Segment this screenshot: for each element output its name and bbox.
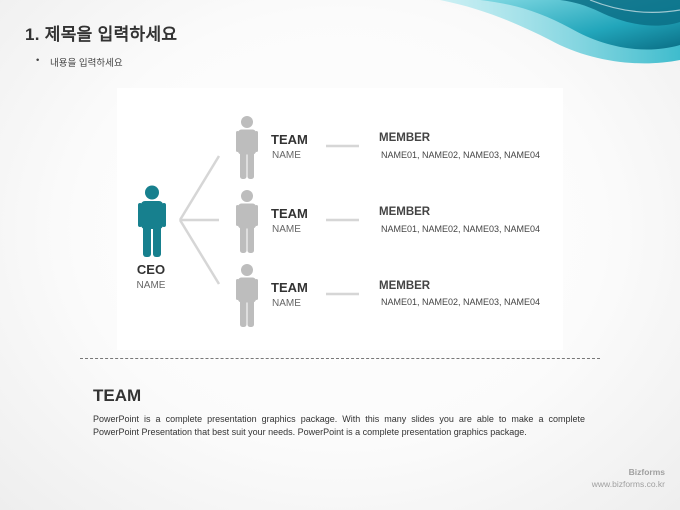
team-name: NAME bbox=[272, 224, 301, 235]
team-person-icon bbox=[236, 190, 258, 253]
member-label: MEMBER bbox=[379, 280, 431, 292]
description-text: PowerPoint is a complete presentation gr… bbox=[93, 414, 585, 437]
team-name: NAME bbox=[272, 298, 301, 309]
team-person-icon bbox=[236, 116, 258, 179]
team-label: TEAM bbox=[271, 280, 308, 295]
page-title: 1. 제목을 입력하세요 bbox=[25, 25, 178, 44]
team-person-icon bbox=[236, 264, 258, 327]
section-divider bbox=[80, 358, 600, 359]
member-names: NAME01, NAME02, NAME03, NAME04 bbox=[381, 224, 541, 234]
member-label: MEMBER bbox=[379, 206, 431, 218]
connector-top bbox=[178, 155, 221, 221]
decorative-wave bbox=[440, 0, 680, 64]
footer-url: www.bizforms.co.kr bbox=[591, 479, 665, 489]
member-names: NAME01, NAME02, NAME03, NAME04 bbox=[381, 150, 541, 160]
member-names: NAME01, NAME02, NAME03, NAME04 bbox=[381, 297, 541, 307]
ceo-person-icon bbox=[138, 185, 166, 257]
ceo-label: CEO bbox=[136, 262, 166, 277]
footer-brand: Bizforms bbox=[628, 467, 665, 477]
bullet-mark: • bbox=[36, 55, 40, 66]
team-label: TEAM bbox=[271, 206, 308, 221]
team-name: NAME bbox=[272, 150, 301, 161]
description-title: TEAM bbox=[93, 386, 142, 405]
team-label: TEAM bbox=[271, 132, 308, 147]
connector-bottom bbox=[178, 219, 221, 285]
bullet-text: 내용을 입력하세요 bbox=[50, 58, 123, 69]
ceo-name: NAME bbox=[136, 280, 166, 291]
member-label: MEMBER bbox=[379, 132, 431, 144]
